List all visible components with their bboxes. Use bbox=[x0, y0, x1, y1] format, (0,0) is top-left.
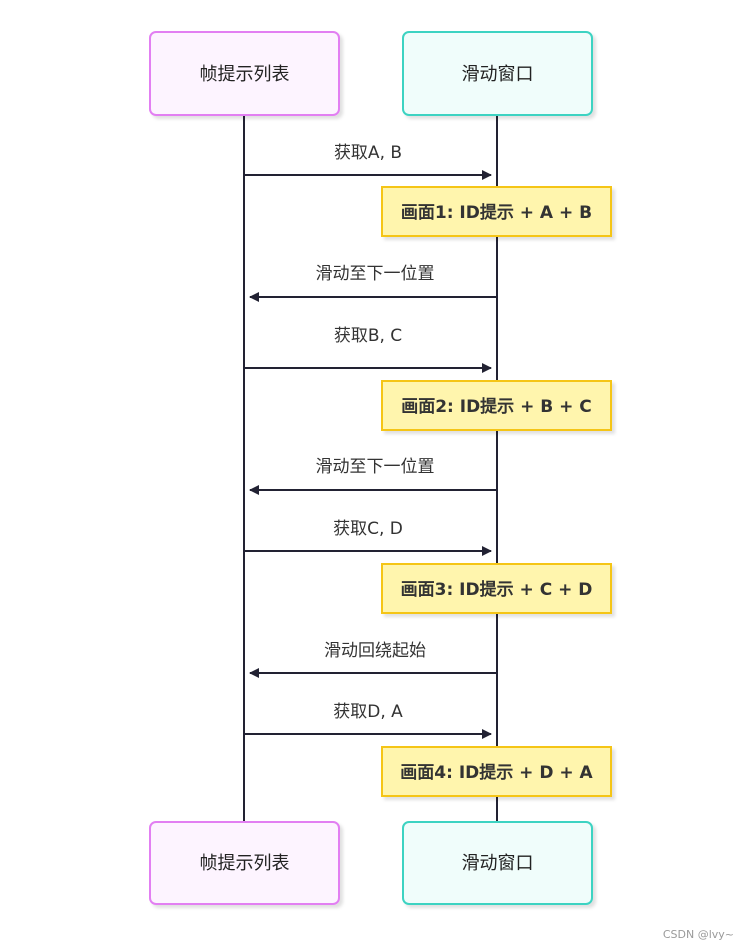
note-3-label: 画面3: ID提示 + C + D bbox=[401, 580, 593, 600]
participant-left-top: 帧提示列表 bbox=[149, 31, 340, 116]
watermark: CSDN @lvy~ bbox=[662, 928, 734, 941]
message-4-label: 滑动至下一位置 bbox=[316, 457, 435, 477]
participant-right-bottom-label: 滑动窗口 bbox=[462, 853, 534, 874]
participant-left-top-label: 帧提示列表 bbox=[200, 64, 290, 85]
participant-left-bottom-label: 帧提示列表 bbox=[200, 853, 290, 874]
note-2-box bbox=[381, 380, 612, 431]
participant-right-top: 滑动窗口 bbox=[402, 31, 593, 116]
message-7-label: 获取D, A bbox=[333, 702, 403, 722]
message-3-label: 获取B, C bbox=[334, 326, 402, 346]
note-1-box bbox=[381, 186, 612, 237]
note-1-label: 画面1: ID提示 + A + B bbox=[401, 203, 592, 223]
participant-right-top-box bbox=[402, 31, 593, 116]
note-4: 画面4: ID提示 + D + A bbox=[381, 746, 612, 797]
participant-left-bottom: 帧提示列表 bbox=[149, 821, 340, 905]
participant-left-bottom-box bbox=[149, 821, 340, 905]
message-2-label: 滑动至下一位置 bbox=[316, 264, 435, 284]
note-2-label: 画面2: ID提示 + B + C bbox=[401, 397, 592, 417]
participant-right-top-label: 滑动窗口 bbox=[462, 64, 534, 85]
note-4-label: 画面4: ID提示 + D + A bbox=[400, 763, 593, 783]
participant-right-bottom: 滑动窗口 bbox=[402, 821, 593, 905]
participant-right-bottom-box bbox=[402, 821, 593, 905]
participant-left-top-box bbox=[149, 31, 340, 116]
message-5-label: 获取C, D bbox=[333, 519, 403, 539]
message-6-label: 滑动回绕起始 bbox=[324, 641, 426, 661]
note-3: 画面3: ID提示 + C + D bbox=[381, 563, 612, 614]
note-2: 画面2: ID提示 + B + C bbox=[381, 380, 612, 431]
note-4-box bbox=[381, 746, 612, 797]
note-3-box bbox=[381, 563, 612, 614]
message-1-label: 获取A, B bbox=[334, 143, 402, 163]
note-1: 画面1: ID提示 + A + B bbox=[381, 186, 612, 237]
